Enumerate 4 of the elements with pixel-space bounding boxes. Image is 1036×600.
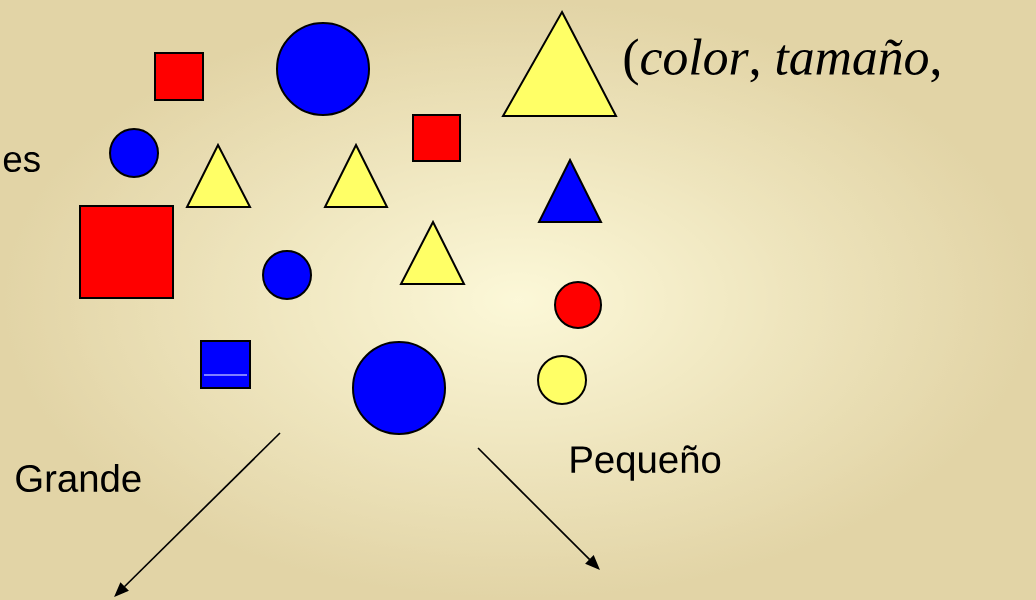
- label: es: [3, 151, 40, 173]
- formula-text: (color, tamaño,: [624, 38, 940, 86]
- label: Pequeño: [571, 445, 721, 481]
- label: Grande: [16, 463, 141, 493]
